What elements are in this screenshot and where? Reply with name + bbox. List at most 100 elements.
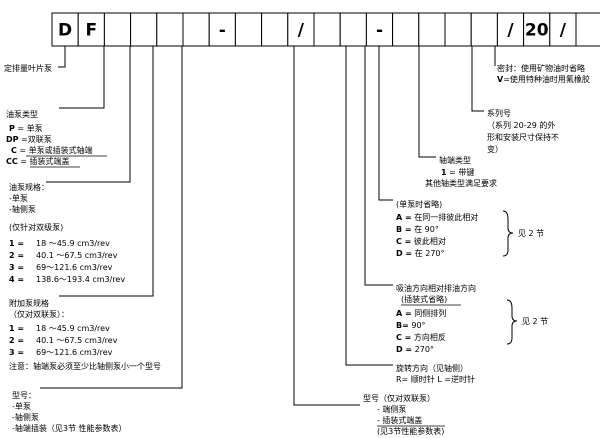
extra-spec-title: 附加泵规格: [9, 298, 49, 308]
model-no-line: -轴侧泵: [12, 412, 39, 422]
model-no-double-line: - 插装式端盖: [377, 415, 422, 425]
code-box-value: F: [85, 21, 97, 41]
extra-spec-key: 1 =: [9, 324, 24, 333]
shaft-type-line: 1 = 带键: [441, 167, 474, 177]
port-orientation-title: 吸油方向相对排油方向: [396, 283, 476, 293]
pump-spec-title: 油泵规格：: [9, 182, 49, 192]
code-box: [182, 12, 210, 47]
code-box: [339, 12, 367, 47]
extra-spec-footnote: 注意：轴端泵必须至少比轴侧泵小一个型号: [9, 361, 161, 371]
label-fixed-vane-pump: 定排量叶片泵: [4, 63, 52, 73]
single-pump-block: (单泵时省略) A = 在同一排彼此相对 B = 在 90° C = 彼此相对 …: [396, 199, 544, 258]
model-no-double-line: - 端侧泵: [377, 404, 406, 414]
port-orientation-item: A = 同侧排列: [396, 308, 446, 318]
code-box: [234, 12, 263, 47]
code-box: [77, 12, 105, 47]
seal-block: 密封：使用矿物油时省略 V=使用特种油时用氟橡胶: [497, 63, 590, 84]
pump-spec-key: 1 =: [9, 239, 24, 248]
code-box: [208, 12, 236, 47]
series-line: 形和安装尺寸保持不: [487, 132, 559, 142]
series-title: 系列号: [487, 108, 511, 118]
pump-type-item: P = 单泵: [9, 123, 43, 133]
model-no-line: -单泵: [12, 401, 31, 411]
code-box-value: /: [507, 21, 514, 41]
model-no-block: 型号： -单泵 -轴侧泵 -轴端插装（见3节 性能参数表）: [12, 391, 127, 433]
port-orientation-sub: (插装式省略): [401, 294, 447, 304]
leader-line: [40, 46, 183, 389]
single-pump-title: (单泵时省略): [396, 199, 442, 209]
single-pump-item: D = 在 270°: [396, 248, 445, 258]
pump-spec-key: 3 =: [9, 263, 24, 272]
code-box: [444, 12, 472, 47]
code-box-value: /: [560, 21, 567, 41]
code-box-value: 20: [525, 21, 549, 41]
pump-type-block: 油泵类型 P = 单泵 DP =双联泵 C = 单泵或插装式轴端 CC = 插装…: [6, 109, 107, 168]
code-box: [470, 12, 498, 47]
code-box: [418, 12, 446, 47]
single-pump-item: C = 彼此相对: [396, 236, 446, 246]
pump-spec-sub: -轴侧泵: [9, 204, 36, 214]
code-box: [496, 12, 525, 47]
shaft-type-title: 轴端类型: [439, 155, 471, 165]
seal-line: 密封：使用矿物油时省略: [497, 63, 585, 73]
single-pump-item: A = 在同一排彼此相对: [396, 212, 478, 222]
port-orientation-ref: 见 2 节: [522, 317, 548, 326]
shaft-type-line: 其他轴类型满足要求: [425, 178, 497, 188]
model-no-double-line: (见3节性能参数表): [377, 426, 444, 436]
pump-spec-range: 40.1 ～67.5 cm3/rev: [36, 251, 118, 260]
port-orientation-item: C = 方向相反: [396, 332, 446, 342]
model-no-double-block: 型号（仅对双联泵） - 端侧泵 - 插装式端盖 (见3节性能参数表): [363, 393, 445, 436]
single-pump-item: B = 在 90°: [396, 224, 439, 234]
model-no-title: 型号：: [12, 391, 36, 400]
leader-line: [59, 46, 154, 297]
series-block: 系列号 （系列 20-29 的外 形和安装尺寸保持不 变）: [487, 108, 559, 154]
rotation-block: 旋转方向（见轴侧） R= 顺时针 L =逆时针: [396, 363, 475, 384]
code-box: [575, 12, 600, 47]
pump-type-title: 油泵类型: [6, 109, 38, 119]
brace: [506, 299, 518, 345]
code-box-value: D: [58, 21, 72, 41]
extra-spec-block: 附加泵规格 （仅对双联泵）： 1 = 18 ～45.9 cm3/rev 2 = …: [9, 298, 161, 371]
code-box: [549, 12, 577, 47]
pump-spec-range: 138.6～193.4 cm3/rev: [36, 275, 125, 284]
code-box-value: /: [298, 21, 305, 41]
pump-spec-block: 油泵规格： -单泵 -轴侧泵 (仅针对双级泵) 1 = 18 ～45.9 cm3…: [9, 182, 125, 284]
model-no-double-title: 型号（仅对双联泵）: [363, 393, 435, 403]
code-box: [523, 12, 551, 47]
pump-spec-note: (仅针对双级泵): [9, 222, 63, 232]
brace: [502, 210, 514, 257]
shaft-type-block: 轴端类型 1 = 带键 其他轴类型满足要求: [425, 155, 497, 188]
leader-line: [58, 46, 66, 68]
extra-spec-range: 40.1 ～67.5 cm3/rev: [36, 336, 118, 345]
leader-line: [59, 46, 105, 109]
extra-spec-range: 69～121.6 cm3/rev: [36, 348, 113, 357]
single-pump-ref: 见 2 节: [518, 229, 544, 238]
code-box-value: -: [376, 21, 383, 41]
code-box: [103, 12, 132, 47]
pump-spec-range: 18 ～45.9 cm3/rev: [36, 239, 110, 248]
extra-spec-key: 2 =: [9, 336, 24, 345]
code-box: [51, 12, 79, 47]
code-box-value: -: [219, 21, 226, 41]
series-line: 变）: [487, 144, 503, 154]
leader-line: [471, 46, 484, 112]
extra-spec-key: 3 =: [9, 348, 24, 357]
rotation-title: 旋转方向（见轴侧）: [396, 363, 468, 373]
series-line: （系列 20-29 的外: [487, 120, 555, 130]
extra-spec-note: （仅对双联泵）：: [9, 309, 69, 319]
code-box: [261, 12, 289, 47]
leader-line: [378, 46, 393, 201]
model-no-line: -轴端插装（见3节 性能参数表）: [12, 423, 127, 433]
rotation-text: R= 顺时针 L =逆时针: [396, 374, 475, 384]
port-orientation-item: D = 270°: [396, 345, 434, 354]
extra-spec-range: 18 ～45.9 cm3/rev: [36, 324, 110, 333]
code-box: [313, 12, 341, 47]
seal-line: V=使用特种油时用氟橡胶: [497, 74, 590, 84]
code-box: [392, 12, 420, 47]
pump-spec-key: 4 =: [9, 275, 24, 284]
leader-line: [345, 46, 393, 366]
port-orientation-item: B= 90°: [396, 321, 426, 330]
leader-lines: [40, 46, 496, 406]
